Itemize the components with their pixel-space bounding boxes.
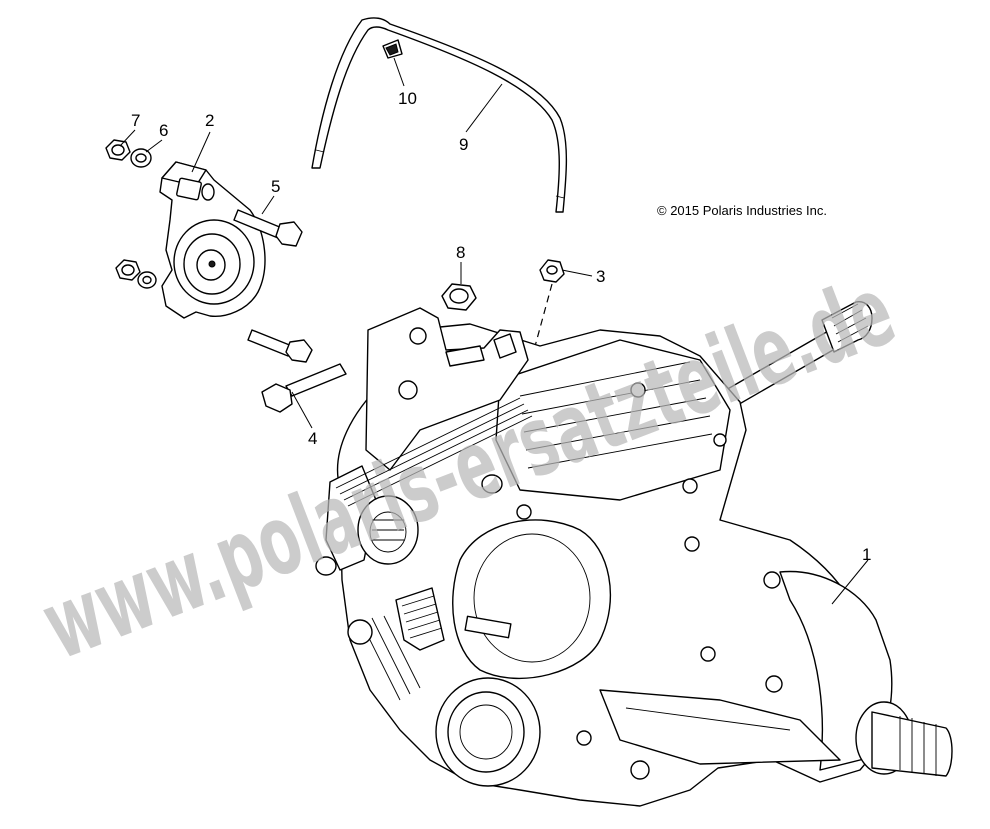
hose-clip [382, 39, 403, 59]
transmission-assembly [315, 301, 953, 807]
bolt-upper [247, 329, 313, 363]
washer-6 [130, 148, 152, 168]
callout-3: 3 [596, 267, 605, 286]
gear-position-sensor [159, 161, 266, 319]
callout-9: 9 [459, 135, 468, 154]
vent-hose [311, 17, 568, 213]
callout-6: 6 [159, 121, 168, 140]
callout-2: 2 [205, 111, 214, 130]
callout-5: 5 [271, 177, 280, 196]
vent-fitting-3 [539, 259, 565, 283]
callout-1: 1 [862, 545, 871, 564]
callout-7: 7 [131, 111, 140, 130]
bolt-4 [261, 363, 347, 413]
bolt-5 [233, 209, 303, 247]
nut-lower [115, 259, 141, 281]
callout-10: 10 [398, 89, 417, 108]
leader-lines [119, 57, 869, 605]
nut-8 [441, 283, 477, 311]
callout-4: 4 [308, 429, 317, 448]
washer-lower [137, 271, 157, 289]
nut-7 [105, 139, 131, 161]
callout-8: 8 [456, 243, 465, 262]
copyright-notice: © 2015 Polaris Industries Inc. [657, 203, 827, 218]
